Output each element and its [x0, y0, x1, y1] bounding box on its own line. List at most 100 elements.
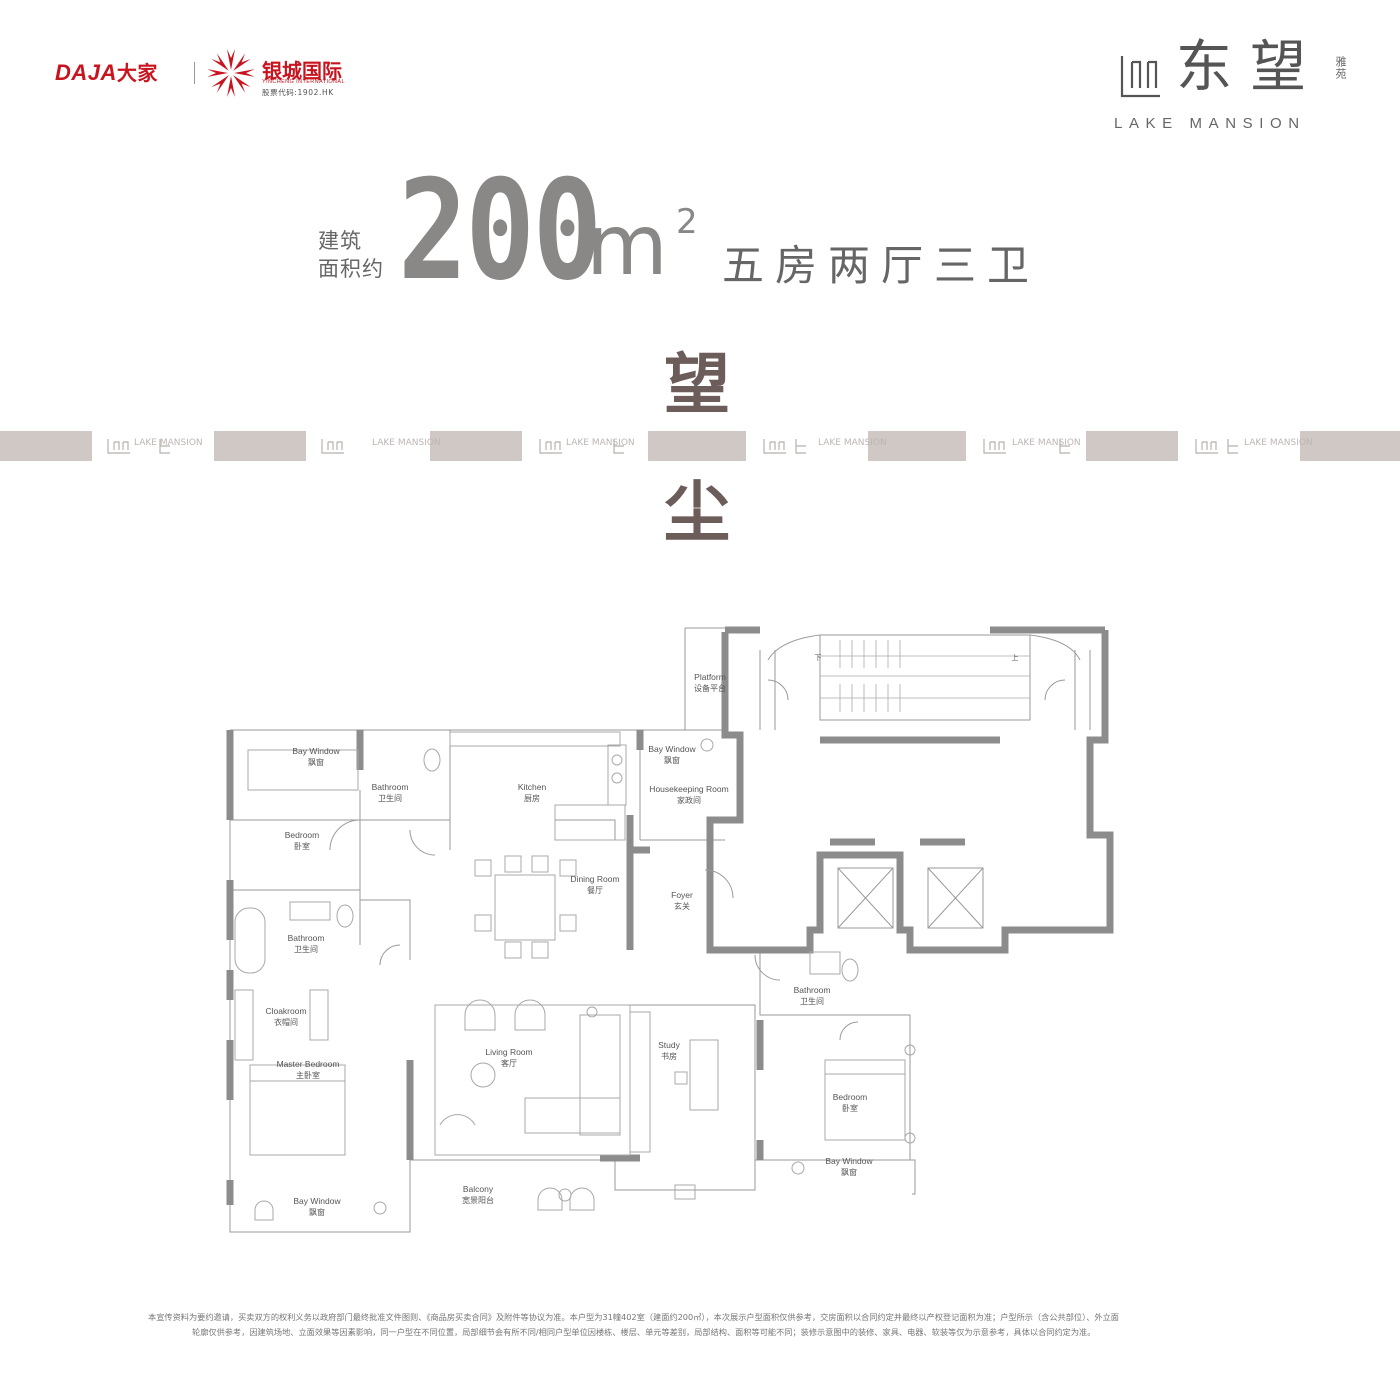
band-segment [0, 431, 92, 461]
room-label-en: Foyer [671, 890, 693, 900]
floor-plan-drawing [226, 626, 1114, 1233]
band-segment [1300, 431, 1400, 461]
room-label: Master Bedroom 主卧室 [277, 1059, 340, 1081]
room-label-cn: 宽景阳台 [462, 1196, 494, 1205]
room-label-en: Master Bedroom [276, 1059, 340, 1069]
room-label-cn: 设备平台 [694, 684, 726, 693]
stair-down-mark: 下 [814, 655, 822, 662]
stair-up-mark: 上 [1011, 655, 1019, 662]
band-segment [868, 431, 966, 461]
room-label: Bay Window 飘窗 [648, 744, 695, 766]
room-label-cn: 飘窗 [841, 1168, 857, 1177]
daja-logo-cn: 大家 [116, 61, 158, 85]
room-label: Bedroom 卧室 [833, 1092, 868, 1114]
room-label-cn: 书房 [661, 1052, 677, 1061]
band-segment [1086, 431, 1178, 461]
room-label: Bay Window 飘窗 [825, 1156, 872, 1178]
room-label: Bathroom 卫生间 [288, 933, 325, 955]
room-label-cn: 卫生间 [799, 997, 824, 1006]
lake-mansion-mark-icon [1120, 56, 1160, 98]
room-label-en: Study [658, 1040, 680, 1050]
room-label: Platform 设备平台 [694, 672, 726, 694]
room-label-en: Bay Window [825, 1156, 873, 1166]
room-label-en: Balcony [462, 1184, 494, 1194]
room-label: Dining Room 餐厅 [570, 874, 619, 896]
room-label: Foyer 玄关 [671, 890, 693, 912]
room-label: Housekeeping Room 家政间 [649, 784, 728, 806]
tagline-char-1: 望 [664, 346, 730, 423]
room-label: Balcony 宽景阳台 [462, 1184, 494, 1206]
room-label-cn: 卫生间 [293, 945, 318, 954]
room-label: Bay Window 飘窗 [293, 1196, 340, 1218]
brand-suffix: 雅苑 [1334, 56, 1347, 80]
room-label-en: Kitchen [517, 782, 547, 792]
area-label: 建筑 面积约 [318, 227, 384, 283]
brand-english: LAKE MANSION [1114, 115, 1306, 132]
tagline-char-2: 尘 [664, 474, 730, 551]
room-label-cn: 餐厅 [586, 886, 603, 895]
stock-code: 股票代码:1902.HK [262, 88, 334, 97]
room-label-en: Bay Window [648, 744, 696, 754]
logo-divider [194, 62, 195, 84]
room-label-en: Bedroom [832, 1092, 868, 1102]
room-label-en: Bathroom [287, 933, 325, 943]
room-label-cn: 厨房 [523, 794, 540, 803]
yincheng-en: YINCHENG INTERNATIONAL [262, 79, 345, 85]
disclaimer: 本宣传资料为要约邀请，买卖双方的权利义务以政府部门最终批准文件图则、《商品房买卖… [148, 1310, 1252, 1340]
band-segment [214, 431, 306, 461]
daja-logo: DAJA大家 [55, 57, 158, 86]
room-label: Bathroom 卫生间 [794, 985, 831, 1007]
room-label-en: Dining Room [570, 874, 620, 884]
band-text: LAKE MANSION [818, 438, 887, 448]
area-label-line1: 建筑 [318, 229, 362, 253]
band-text: LAKE MANSION [566, 438, 635, 448]
yincheng-name: 银城国际 [262, 59, 342, 83]
disclaimer-line-1: 本宣传资料为要约邀请，买卖双方的权利义务以政府部门最终批准文件图则、《商品房买卖… [148, 1312, 1119, 1322]
yincheng-flower-icon [208, 49, 254, 97]
room-label-cn: 飘窗 [309, 1208, 325, 1217]
room-label-cn: 衣帽间 [273, 1018, 298, 1027]
room-label-cn: 客厅 [501, 1059, 517, 1068]
area-label-line2: 面积约 [318, 257, 384, 281]
room-label-en: Bay Window [292, 746, 340, 756]
room-label-en: Bedroom [284, 830, 320, 840]
band-text: LAKE MANSION [1012, 438, 1081, 448]
room-label-cn: 家政间 [676, 796, 701, 805]
room-label-cn: 卫生间 [377, 794, 402, 803]
band-segment [648, 431, 746, 461]
room-label: Bedroom 卧室 [285, 830, 320, 852]
room-label-en: Bay Window [293, 1196, 341, 1206]
room-label-cn: 玄关 [673, 902, 690, 911]
decorative-band: LAKE MANSION LAKE MANSION LAKE MANSION L… [0, 431, 1400, 461]
room-label-en: Cloakroom [265, 1006, 307, 1016]
area-value: 200 [398, 150, 602, 311]
room-label: Bay Window 飘窗 [292, 746, 339, 768]
room-label-en: Living Room [485, 1047, 533, 1057]
room-label: Cloakroom 衣帽间 [265, 1006, 306, 1028]
room-label-en: Bathroom [371, 782, 409, 792]
room-label-en: Housekeeping Room [649, 784, 729, 794]
room-label-en: Platform [694, 672, 726, 682]
layout-description: 五房两厅三卫 [722, 241, 1041, 290]
band-text: LAKE MANSION [134, 438, 203, 448]
room-label: Living Room 客厅 [485, 1047, 532, 1069]
room-label: Kitchen 厨房 [518, 782, 546, 804]
daja-logo-text: DAJA [55, 60, 117, 85]
band-text: LAKE MANSION [1244, 438, 1313, 448]
room-label-en: Bathroom [793, 985, 831, 995]
room-label-cn: 卧室 [294, 842, 310, 851]
band-segment [430, 431, 522, 461]
disclaimer-line-2: 轮廓仅供参考，因建筑场地、立面效果等因素影响，同一户型在不同位置，局部细节会有所… [192, 1327, 1096, 1337]
band-text: LAKE MANSION [372, 438, 441, 448]
floor-plan: Platform 设备平台 Bay Window 飘窗 Bathroom 卫生间 Ki… [220, 620, 1140, 1240]
room-label: Bathroom 卫生间 [372, 782, 409, 804]
room-label: Study 书房 [658, 1040, 680, 1062]
area-unit-superscript: 2 [676, 202, 698, 242]
band-mark-icons [107, 439, 1238, 454]
area-unit: m [586, 196, 668, 294]
room-label-cn: 飘窗 [664, 756, 680, 765]
brand-name: 东望 [1176, 35, 1324, 100]
room-label-cn: 飘窗 [308, 758, 324, 767]
room-label-cn: 卧室 [842, 1104, 858, 1113]
room-label-cn: 主卧室 [296, 1071, 320, 1080]
